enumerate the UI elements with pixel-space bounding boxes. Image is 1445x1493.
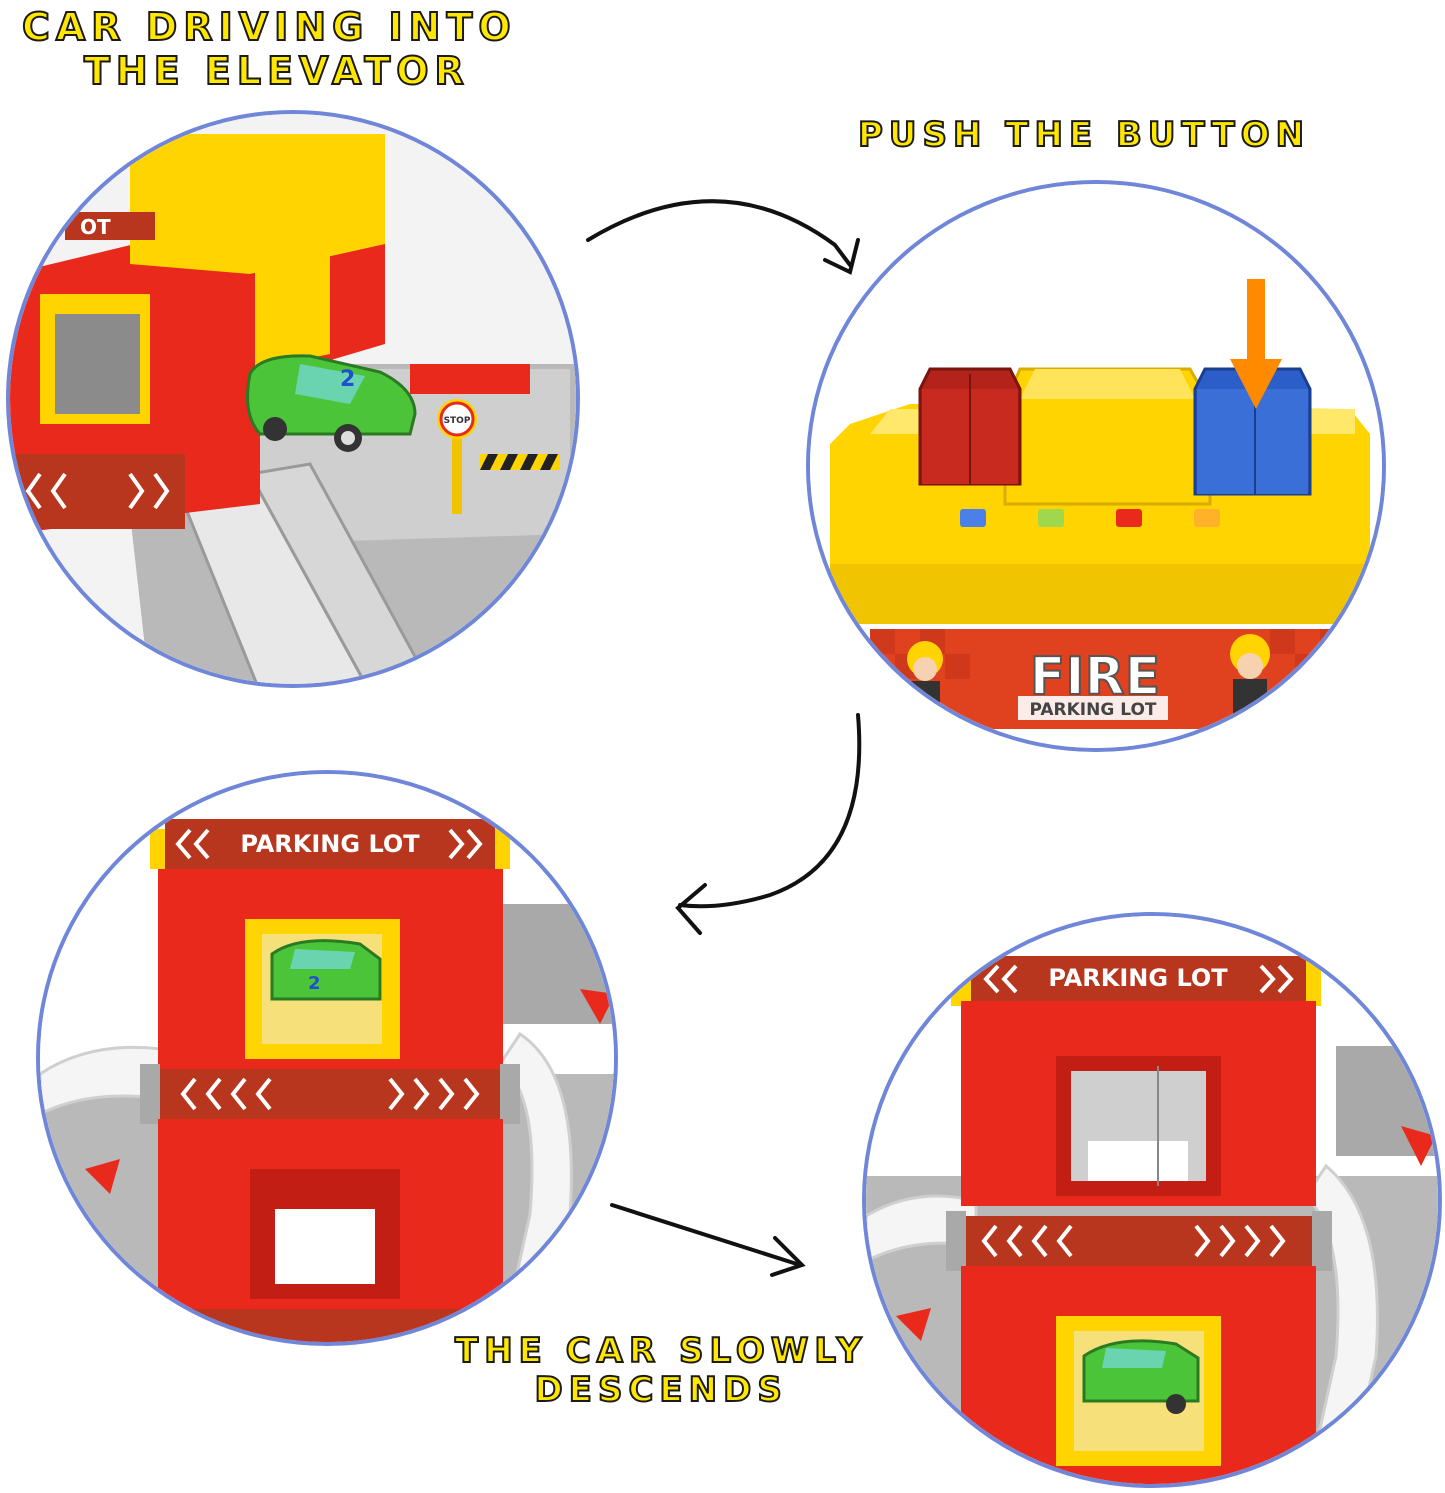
caption-step-2: PUSH THE BUTTON bbox=[857, 114, 1311, 155]
down-arrow-icon bbox=[1230, 279, 1282, 409]
caption-step-3-line-2: DESCENDS bbox=[534, 1369, 788, 1411]
panel-car-entering-elevator: OT 2 STOP bbox=[6, 110, 580, 688]
green-toy-car: 2 bbox=[270, 939, 382, 1001]
panel-car-descended: PARKING LOT bbox=[862, 912, 1442, 1488]
tower-sign-text: PARKING LOT bbox=[240, 830, 420, 858]
tower-sign-text: PARKING LOT bbox=[1048, 964, 1228, 992]
firefighter-left-icon bbox=[907, 641, 943, 721]
caption-step-3-line-1: THE CAR SLOWLY bbox=[454, 1330, 868, 1371]
chevron-band bbox=[961, 1216, 1316, 1266]
blue-button[interactable] bbox=[1193, 367, 1312, 496]
svg-text:2: 2 bbox=[308, 973, 321, 994]
panel-1-illustration: OT 2 STOP bbox=[10, 114, 576, 684]
light-orange-small[interactable] bbox=[1194, 509, 1220, 527]
tower-sign-fragment: OT bbox=[80, 215, 111, 239]
green-toy-car bbox=[1082, 1339, 1200, 1414]
stop-sign-text: STOP bbox=[444, 416, 471, 426]
arrow-step-2-to-3 bbox=[678, 713, 862, 909]
panel-car-in-elevator-top: PARKING LOT 2 bbox=[36, 770, 618, 1346]
light-blue-small[interactable] bbox=[960, 509, 986, 527]
panel-2-illustration: FIRE PARKING LOT bbox=[810, 184, 1382, 748]
light-red-small[interactable] bbox=[1116, 509, 1142, 527]
chevron-band bbox=[158, 1069, 503, 1119]
tower-sign bbox=[971, 956, 1306, 1001]
tower-sign bbox=[165, 819, 495, 869]
green-toy-car: 2 bbox=[246, 354, 417, 452]
light-green-small[interactable] bbox=[1038, 509, 1064, 527]
panel-push-button: FIRE PARKING LOT bbox=[806, 180, 1386, 752]
arrow-head-icon bbox=[823, 238, 860, 275]
arrow-step-1-to-2 bbox=[586, 199, 852, 267]
panel-4-illustration: PARKING LOT bbox=[866, 916, 1438, 1484]
stop-sign: STOP bbox=[437, 399, 477, 514]
red-button[interactable] bbox=[918, 367, 1022, 486]
arrow-step-3-to-4 bbox=[610, 1203, 802, 1267]
svg-text:2: 2 bbox=[340, 367, 355, 392]
caption-step-1-line-2: THE ELEVATOR bbox=[83, 48, 470, 93]
caption-step-1: CAR DRIVING INTO THE ELEVATOR bbox=[21, 4, 517, 93]
arrow-head-icon bbox=[770, 1236, 806, 1277]
brand-parking-lot-text: PARKING LOT bbox=[1029, 700, 1156, 720]
caption-step-3: THE CAR SLOWLY DESCENDS bbox=[454, 1330, 868, 1411]
caption-step-1-line-1: CAR DRIVING INTO bbox=[21, 4, 517, 49]
panel-3-illustration: PARKING LOT 2 bbox=[40, 774, 614, 1342]
firefighter-right-icon bbox=[1230, 634, 1270, 724]
arrow-head-icon bbox=[675, 883, 707, 935]
